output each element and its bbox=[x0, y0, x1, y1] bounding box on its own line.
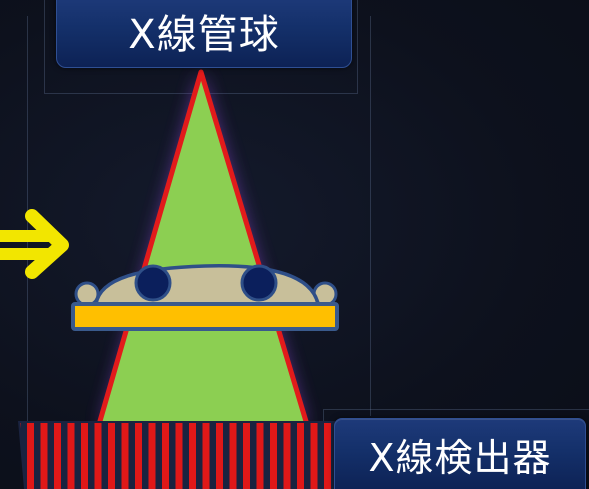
patient-table bbox=[71, 302, 339, 331]
eye-right bbox=[240, 264, 278, 302]
xray-beam bbox=[95, 69, 311, 431]
head-cross-section bbox=[74, 264, 338, 307]
eye-left bbox=[134, 264, 172, 302]
frame-line-right bbox=[370, 16, 371, 416]
xray-tube-label-text: X線管球 bbox=[128, 12, 280, 58]
detector-array bbox=[18, 421, 335, 489]
right-arrow-icon bbox=[0, 209, 69, 279]
xray-detector-label: X線検出器 bbox=[334, 418, 586, 489]
xray-tube-label: X線管球 bbox=[56, 0, 352, 68]
xray-detector-label-text: X線検出器 bbox=[368, 436, 552, 480]
head-outline bbox=[93, 264, 321, 306]
detector-array-stripes bbox=[20, 423, 333, 489]
